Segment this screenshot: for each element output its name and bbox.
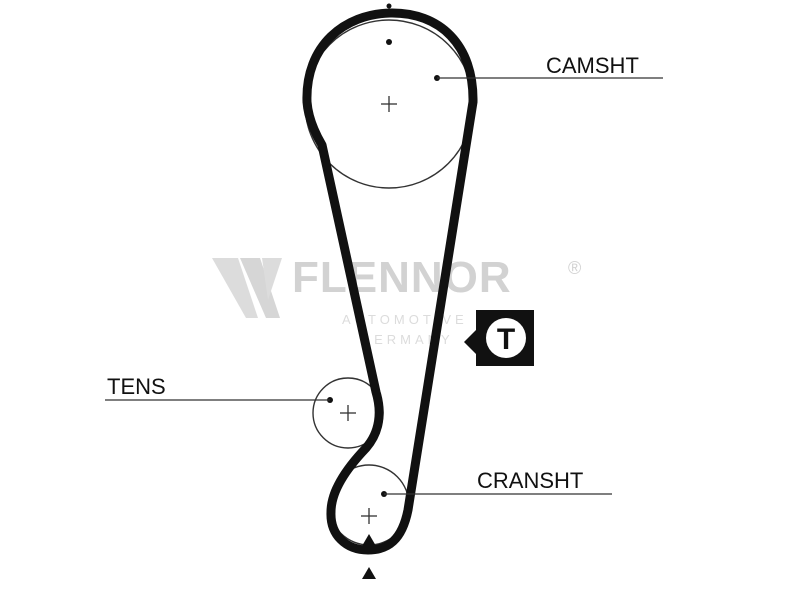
watermark-registered: ® <box>568 258 581 278</box>
tensioner-center-cross <box>340 405 356 421</box>
watermark-brand: FLENNOR <box>292 253 512 302</box>
crankshaft-external-timing-triangle <box>362 567 376 579</box>
tensioner-label: TENS <box>107 374 166 399</box>
flennor-logo-mark <box>212 258 282 318</box>
camshaft-timing-dot <box>386 39 392 45</box>
crankshaft-label: CRANSHT <box>477 468 583 493</box>
camshaft-external-timing-dot <box>386 3 392 9</box>
flennor-watermark: FLENNOR ® AUTOMOTIVE GERMANY <box>212 253 581 347</box>
tensioner-timing-symbol: T <box>464 310 534 366</box>
timing-mark-letter: T <box>497 323 515 356</box>
crankshaft-center-cross <box>361 508 377 524</box>
camshaft-center-cross <box>381 96 397 112</box>
crankshaft-timing-triangle <box>362 534 376 546</box>
timing-belt <box>302 8 478 555</box>
watermark-line2: GERMANY <box>360 332 454 347</box>
camshaft-label: CAMSHT <box>546 53 639 78</box>
